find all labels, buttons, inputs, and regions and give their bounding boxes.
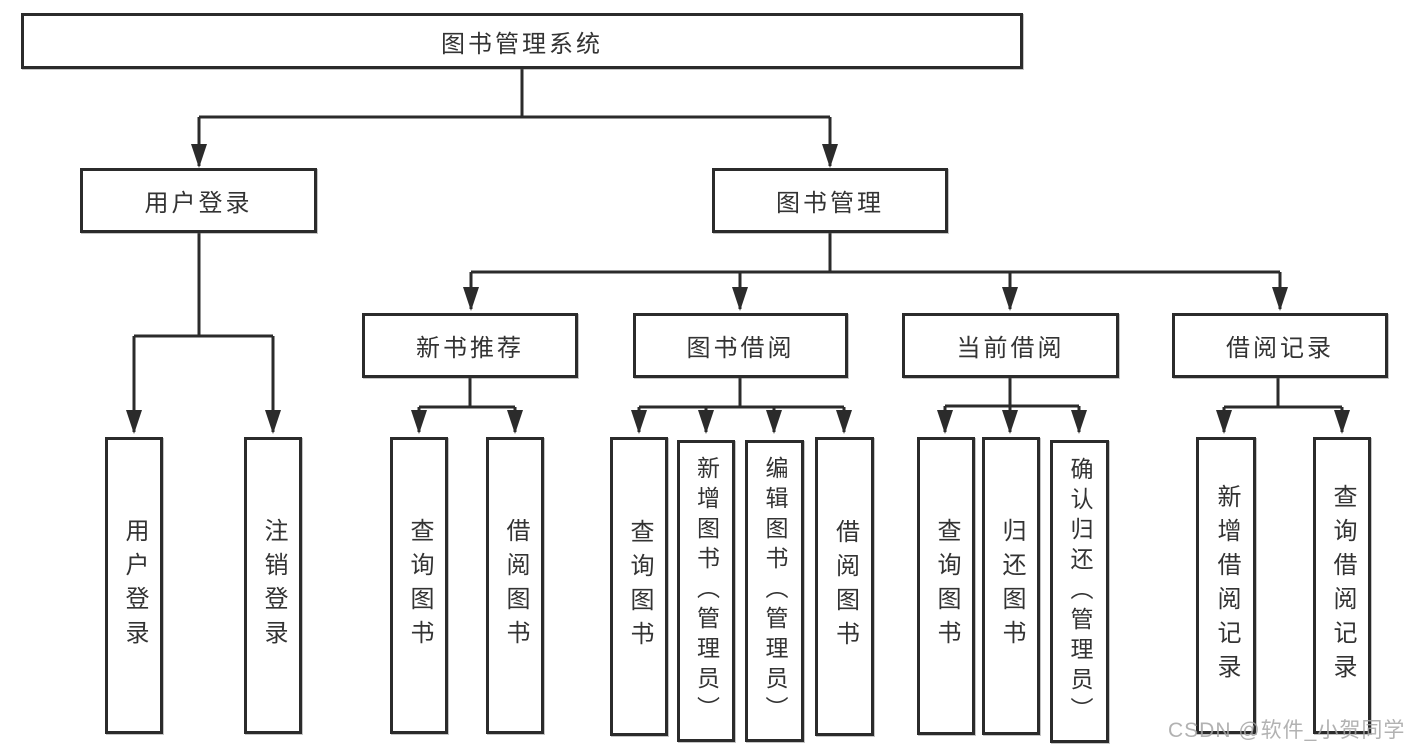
node-add-borrow-record-label: 新增借阅记录 <box>1213 483 1240 688</box>
node-query-books-borrowing-label: 查询图书 <box>626 518 653 655</box>
node-query-borrow-record: 查询借阅记录 <box>1313 437 1371 734</box>
node-new-book-recommend: 新书推荐 <box>362 313 578 378</box>
node-current-borrowing: 当前借阅 <box>902 313 1119 378</box>
node-user-login: 用户登录 <box>80 168 317 233</box>
node-borrow-books-recommend: 借阅图书 <box>486 437 544 734</box>
node-return-books-label: 归还图书 <box>998 518 1025 654</box>
node-query-borrow-record-label: 查询借阅记录 <box>1329 483 1356 688</box>
node-borrow-books-borrowing-label: 借阅图书 <box>831 518 859 655</box>
connector-current-borrowing-children <box>937 378 1087 434</box>
node-new-book-recommend-label: 新书推荐 <box>416 335 524 362</box>
node-book-management: 图书管理 <box>712 168 948 233</box>
node-confirm-return-admin: 确认归还（管理员） <box>1050 440 1109 743</box>
node-edit-books-admin: 编辑图书（管理员） <box>745 440 804 742</box>
connector-book-management-children <box>463 232 1288 311</box>
node-current-borrowing-label: 当前借阅 <box>956 335 1065 362</box>
node-borrowing-records: 借阅记录 <box>1172 313 1388 378</box>
connector-root-to-level2 <box>191 69 838 168</box>
node-borrowing-records-label: 借阅记录 <box>1226 335 1334 362</box>
node-user-login-action: 用户登录 <box>105 437 163 734</box>
node-query-books-current-label: 查询图书 <box>933 518 960 654</box>
node-logout-action: 注销登录 <box>244 437 302 734</box>
node-library-management-system-label: 图书管理系统 <box>441 30 603 58</box>
node-return-books: 归还图书 <box>982 437 1040 735</box>
node-add-borrow-record: 新增借阅记录 <box>1196 437 1256 734</box>
node-borrow-books-borrowing: 借阅图书 <box>815 437 874 736</box>
node-edit-books-admin-label: 编辑图书（管理员） <box>762 456 788 726</box>
node-borrow-books-recommend-label: 借阅图书 <box>502 517 529 654</box>
node-logout-action-label: 注销登录 <box>260 517 287 654</box>
csdn-watermark: CSDN @软件_小贺同学 <box>1168 719 1405 742</box>
node-add-books-admin-label: 新增图书（管理员） <box>693 456 720 726</box>
connector-borrowing-records-children <box>1216 378 1350 434</box>
connector-user-login-children <box>126 233 281 434</box>
node-book-management-label: 图书管理 <box>776 190 884 217</box>
node-library-management-system: 图书管理系统 <box>21 13 1023 69</box>
node-add-books-admin: 新增图书（管理员） <box>677 440 735 742</box>
node-user-login-action-label: 用户登录 <box>121 517 148 654</box>
node-book-borrowing: 图书借阅 <box>633 313 848 378</box>
node-query-books-current: 查询图书 <box>917 437 975 735</box>
node-book-borrowing-label: 图书借阅 <box>686 335 795 362</box>
node-confirm-return-admin-label: 确认归还（管理员） <box>1067 456 1093 727</box>
node-user-login-label: 用户登录 <box>144 190 253 217</box>
node-query-books-recommend-label: 查询图书 <box>406 517 433 654</box>
connector-new-book-recommend-children <box>411 378 523 434</box>
node-query-books-recommend: 查询图书 <box>390 437 448 734</box>
node-query-books-borrowing: 查询图书 <box>610 437 668 736</box>
connector-book-borrowing-children <box>631 378 852 434</box>
